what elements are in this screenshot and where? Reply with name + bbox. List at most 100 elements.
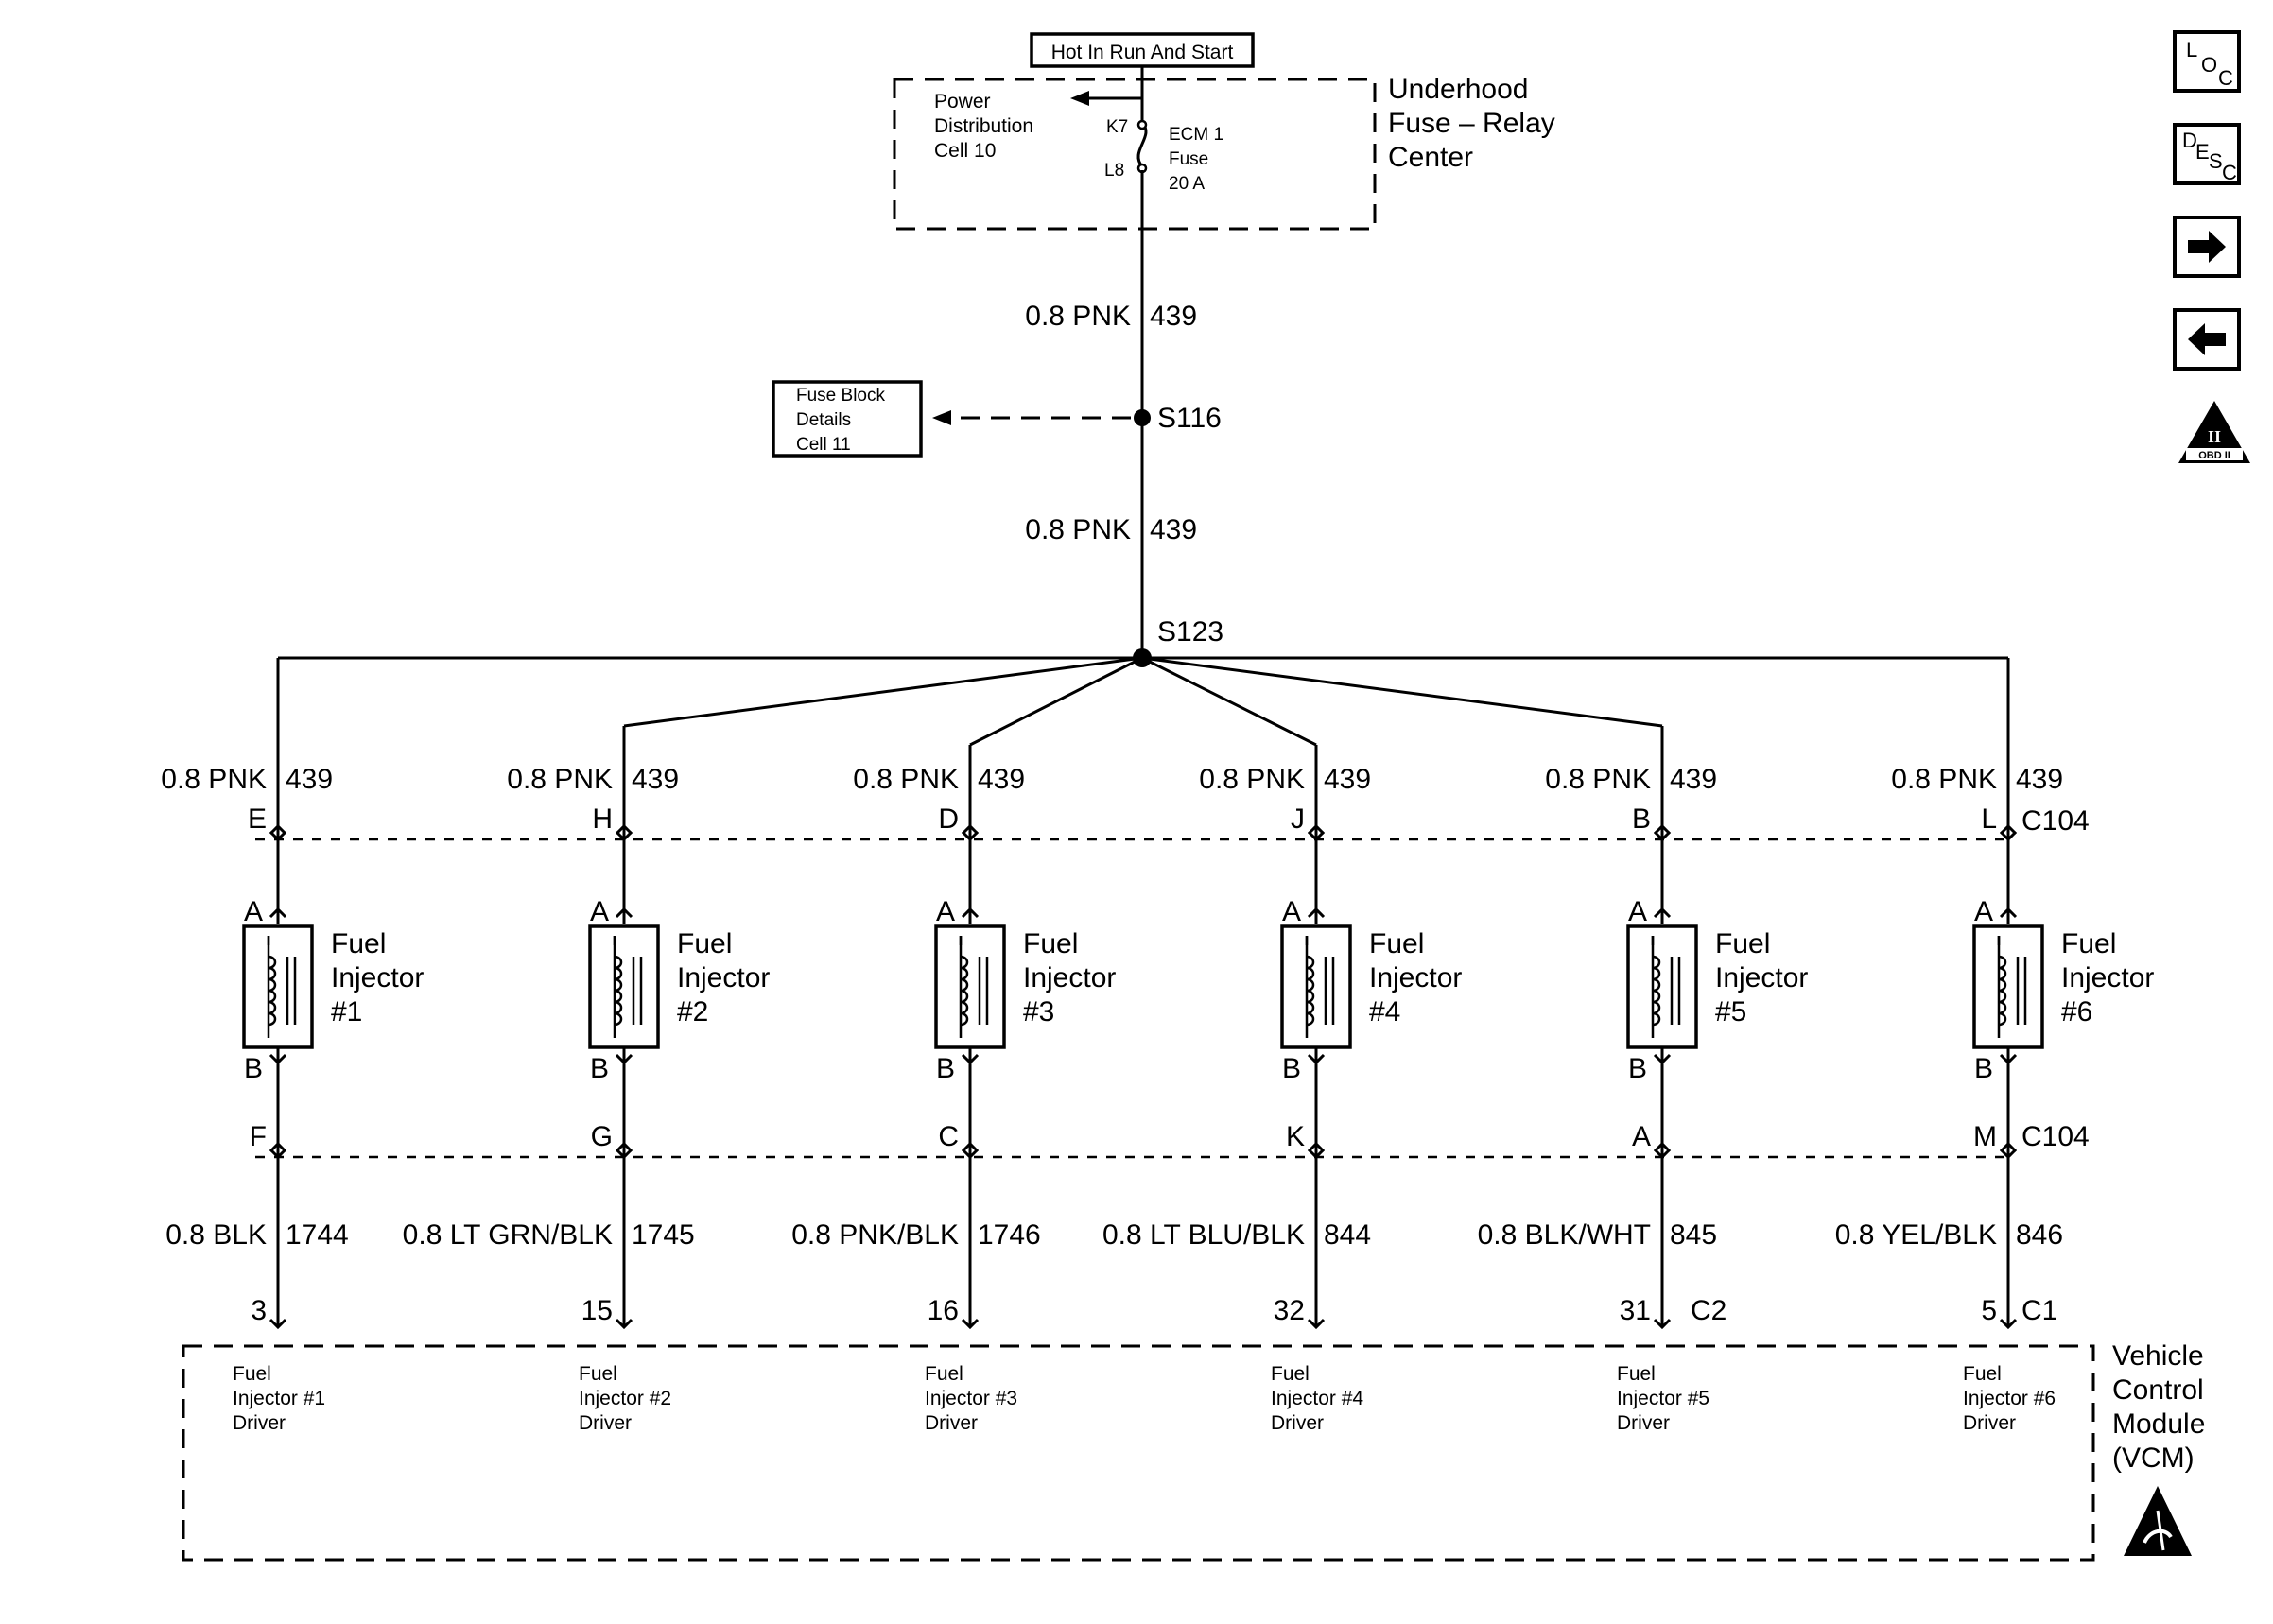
- c104-bottom-terminal-6: [1999, 1141, 2018, 1153]
- injector-6-circuit: [1142, 656, 2044, 1327]
- branch-wire-2: [623, 656, 1143, 728]
- fuseblock-ref-arrow-icon: [932, 410, 951, 425]
- inj-b-pin-3: B: [936, 1053, 955, 1084]
- feed-wire2-label: 0.8 PNK: [1025, 514, 1131, 545]
- wire-top-label-3: 0.8 PNK: [853, 764, 959, 795]
- inj-b-pin-1: B: [244, 1053, 263, 1084]
- desc-c: C: [2222, 161, 2237, 184]
- c104-top-pin-5: B: [1632, 803, 1651, 835]
- driver-6-line-3: Driver: [1963, 1412, 2016, 1434]
- c104-top-terminal-b-6: [1999, 830, 2018, 842]
- injector-3-body: [934, 924, 1006, 1049]
- vcm-pin-3: 16: [928, 1295, 959, 1326]
- vcm-pin-1: 3: [251, 1295, 267, 1326]
- driver-2-line-3: Driver: [579, 1412, 632, 1434]
- wire-bottom-circuit-2: 1745: [632, 1219, 695, 1251]
- obd-ii-button[interactable]: OBD II II: [2175, 397, 2254, 469]
- injector-1-name-1: Fuel: [331, 928, 386, 959]
- wire-top-circuit-4: 439: [1324, 764, 1371, 795]
- wire-bottom-label-2: 0.8 LT GRN/BLK: [403, 1219, 613, 1251]
- fuse-center-name-1: Underhood: [1388, 74, 1528, 105]
- fuse-center-name-2: Fuse – Relay: [1388, 108, 1555, 139]
- wire-bottom-circuit-3: 1746: [978, 1219, 1041, 1251]
- wire-top-circuit-5: 439: [1670, 764, 1717, 795]
- c104-top-terminal-3: [961, 823, 980, 836]
- injector-1-name-2: Injector: [331, 962, 424, 993]
- wire-bottom-label-3: 0.8 PNK/BLK: [791, 1219, 959, 1251]
- c104-bottom-terminal-b-6: [1999, 1148, 2018, 1160]
- arrow-left-icon: [2188, 323, 2226, 355]
- c104-bottom-terminal-b-4: [1307, 1148, 1326, 1160]
- injector-4-name-3: #4: [1369, 996, 1400, 1028]
- pin-l8: L8: [1104, 161, 1124, 181]
- vcm-terminal-3: [961, 1318, 980, 1330]
- driver-3-line-3: Driver: [925, 1412, 978, 1434]
- obd-mark: II: [2208, 427, 2221, 446]
- location-button[interactable]: L O C: [2173, 30, 2241, 93]
- pdc-ref-3: Cell 10: [934, 140, 996, 162]
- c104-bottom-pin-1: F: [250, 1121, 267, 1152]
- arrow-right-icon: [2188, 231, 2226, 263]
- c104-top-terminal-b-2: [615, 830, 633, 842]
- injector-5-name-2: Injector: [1715, 962, 1808, 993]
- fuse-name-1: ECM 1: [1169, 125, 1223, 145]
- description-button[interactable]: D E S C: [2173, 123, 2241, 185]
- wire-top-circuit-6: 439: [2016, 764, 2063, 795]
- c104-bottom-terminal-1: [269, 1141, 287, 1153]
- c104-bottom-terminal-3: [961, 1141, 980, 1153]
- previous-page-button[interactable]: [2173, 308, 2241, 371]
- wire-top-label-5: 0.8 PNK: [1545, 764, 1651, 795]
- wire-bottom-circuit-1: 1744: [286, 1219, 349, 1251]
- injector-2-body: [588, 924, 660, 1049]
- driver-4-line-3: Driver: [1271, 1412, 1324, 1434]
- branch-wire-5: [1141, 656, 1663, 728]
- inj-a-pin-4: A: [1282, 896, 1301, 927]
- c104-top-pin-6: L: [1981, 803, 1997, 835]
- pin-k7: K7: [1106, 117, 1128, 137]
- feed-wire1-circuit: 439: [1150, 301, 1197, 332]
- loc-c: C: [2218, 66, 2233, 90]
- c104-bottom-terminal-b-1: [269, 1148, 287, 1160]
- injector-1-body: [242, 924, 314, 1049]
- inj-a-terminal-3: [961, 907, 980, 919]
- c104-top-terminal-2: [615, 823, 633, 836]
- vcm-name-3: Module: [2112, 1408, 2205, 1440]
- splice-s116: S116: [1157, 403, 1222, 434]
- c104-bottom-pin-2: G: [591, 1121, 613, 1152]
- wire-bottom-label-4: 0.8 LT BLU/BLK: [1102, 1219, 1305, 1251]
- inj-b-terminal-6: [1999, 1053, 2018, 1065]
- c104-bottom-terminal-b-5: [1653, 1148, 1672, 1160]
- driver-3-line-1: Fuel: [925, 1363, 963, 1385]
- loc-l: L: [2186, 38, 2198, 61]
- wire-top-label-4: 0.8 PNK: [1199, 764, 1305, 795]
- vcm-pin-5: 31: [1620, 1295, 1651, 1326]
- c104-top-pin-1: E: [248, 803, 267, 835]
- desc-s: S: [2209, 149, 2223, 173]
- injector-2-name-3: #2: [677, 996, 708, 1028]
- wire-top-label-2: 0.8 PNK: [507, 764, 613, 795]
- c104-top-terminal-4: [1307, 823, 1326, 836]
- wire-bottom-label-5: 0.8 BLK/WHT: [1478, 1219, 1651, 1251]
- fuseblock-ref-1: Fuse Block: [796, 386, 885, 406]
- inj-a-terminal-4: [1307, 907, 1326, 919]
- c104-top-terminal-b-3: [961, 830, 980, 842]
- c104-bottom-label: C104: [2021, 1121, 2090, 1152]
- c104-bottom-pin-3: C: [938, 1121, 959, 1152]
- injector-3-name-3: #3: [1023, 996, 1054, 1028]
- fuse-center-boundary: [893, 78, 1377, 231]
- inj-a-terminal-5: [1653, 907, 1672, 919]
- next-page-button[interactable]: [2173, 216, 2241, 278]
- injector-1-circuit: [242, 656, 1142, 1327]
- vcm-conn-c2: C2: [1691, 1295, 1726, 1326]
- wire-top-circuit-1: 439: [286, 764, 333, 795]
- c104-bottom-terminal-5: [1653, 1141, 1672, 1153]
- c104-bottom-terminal-b-3: [961, 1148, 980, 1160]
- inj-a-pin-6: A: [1974, 896, 1993, 927]
- injector-4-circuit: [1141, 656, 1352, 1327]
- splice-s116-dot: [1134, 409, 1151, 426]
- wire-top-circuit-2: 439: [632, 764, 679, 795]
- c104-top-terminal-b-1: [269, 830, 287, 842]
- driver-5-line-3: Driver: [1617, 1412, 1670, 1434]
- inj-a-terminal-6: [1999, 907, 2018, 919]
- driver-3-line-2: Injector #3: [925, 1388, 1017, 1409]
